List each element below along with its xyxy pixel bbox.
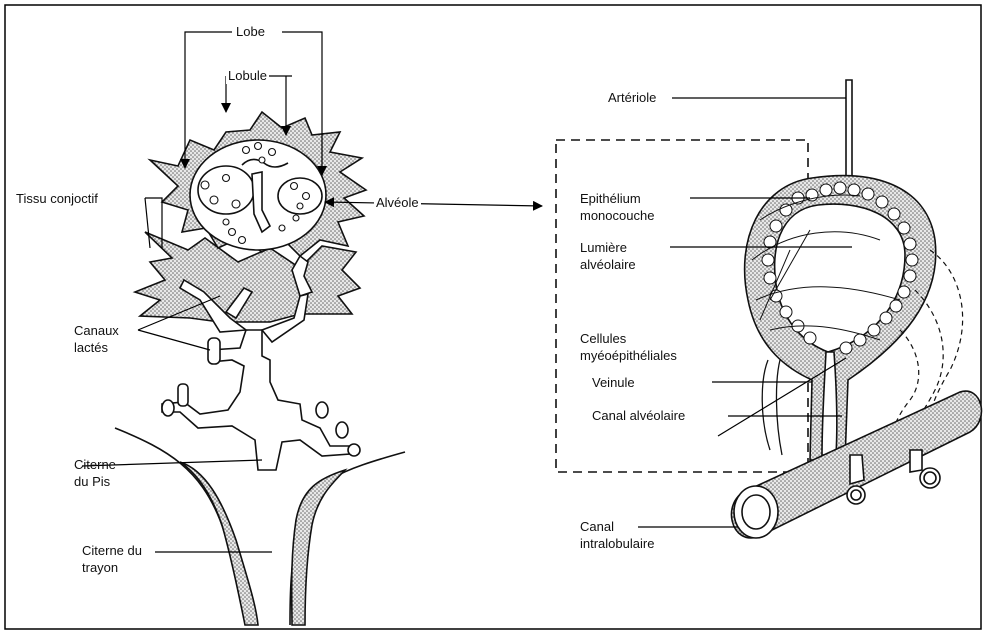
alveolus-drawing — [556, 80, 981, 538]
gland-drawing — [115, 112, 405, 625]
label-alveole: Alvéole — [374, 194, 421, 211]
label-lobe: Lobe — [234, 23, 267, 40]
teat-wall-right — [292, 470, 345, 625]
label-arteriole: Artériole — [606, 89, 658, 106]
label-tissu-conjonctif: Tissu conjoctif — [14, 190, 100, 207]
label-canal-alveolaire: Canal alvéolaire — [590, 407, 687, 424]
teat-wall-left — [180, 462, 258, 625]
label-lobule: Lobule — [226, 67, 269, 84]
arteriole — [846, 80, 852, 176]
label-veinule: Veinule — [590, 374, 637, 391]
ductal-tree — [162, 330, 350, 470]
